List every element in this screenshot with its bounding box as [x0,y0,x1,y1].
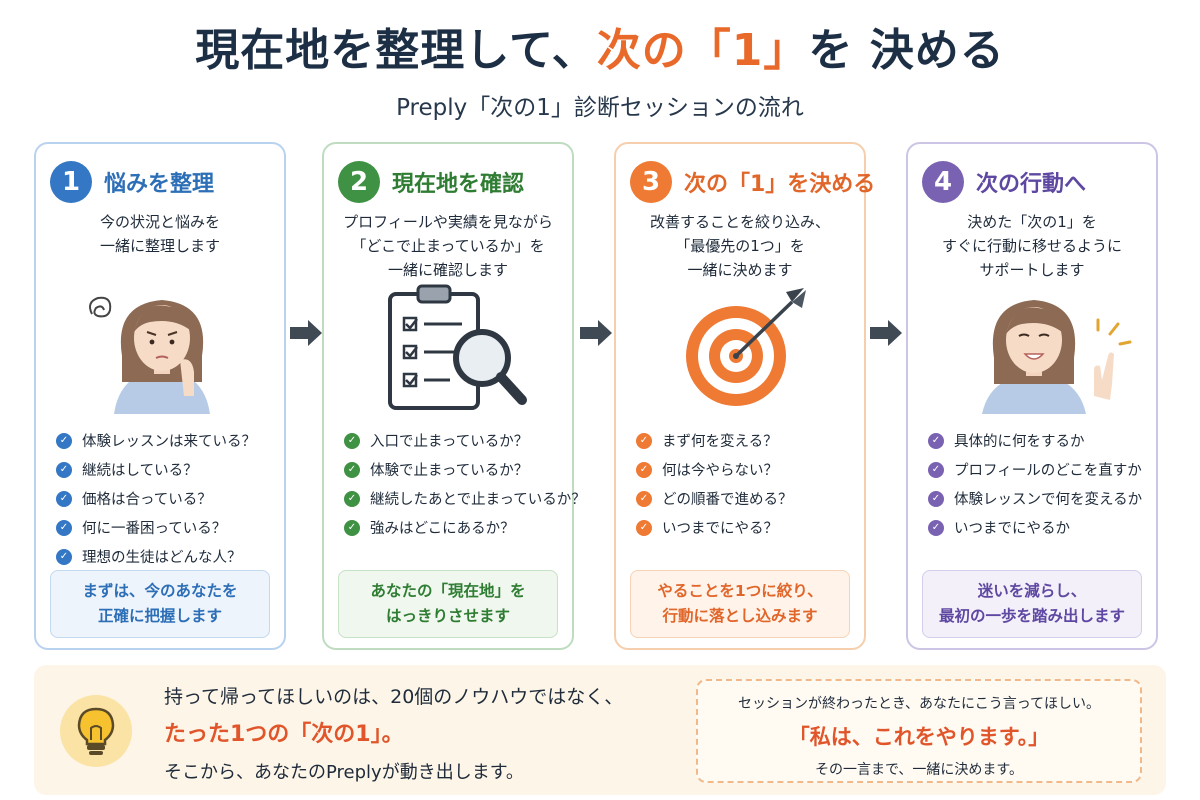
check-icon: ✓ [56,548,72,565]
takeaway-text: 持って帰ってほしいのは、20個のノウハウではなく、 たった1つの「次の1」。 そ… [164,679,623,791]
step-description: 今の状況と悩みを 一緒に整理します [99,213,220,255]
step-header: 4 次の行動へ [922,160,1146,204]
list-item: ✓体験レッスンは来ている？ [56,426,278,455]
step-summary: 迷いを減らし、 最初の一歩を踏み出します [922,570,1142,638]
check-list: ✓入口で止まっているか？ ✓体験で止まっているか？ ✓継続したあとで止まっている… [344,426,586,542]
list-item: ✓入口で止まっているか？ [344,426,566,455]
step-number: 4 [922,161,964,203]
step-header: 1 悩みを整理 [50,160,274,204]
page-subtitle: Preply「次の1」診断セッションの流れ [396,95,804,121]
worried-person-illustration [89,296,210,414]
step-number: 3 [630,161,672,203]
check-icon: ✓ [636,432,652,449]
check-icon: ✓ [636,461,652,478]
title-accent: 次の「1」 [596,25,809,76]
check-icon: ✓ [344,519,360,536]
step-card-2: 2 現在地を確認 プロフィールや実績を見ながら 「どこで止まっているか」を 一緒… [322,142,586,650]
step-title: 次の行動へ [976,172,1087,197]
list-item: ✓体験で止まっているか？ [344,455,566,484]
check-list: ✓具体的に何をするか ✓プロフィールのどこを直すか ✓体験レッスンで何を変えるか… [928,426,1150,542]
check-list: ✓まず何を変える？ ✓何は今やらない？ ✓どの順番で進める？ ✓いつまでにやる？ [636,426,858,542]
list-item: ✓具体的に何をするか [928,426,1150,455]
step-card-1: 1 悩みを整理 今の状況と悩みを 一緒に整理します ✓体験レッスンは来ている？ … [34,142,286,650]
step-number: 1 [50,161,92,203]
page-title: 現在地を整理して、次の「1」を 決める [0,14,1200,78]
list-item: ✓体験レッスンで何を変えるか [928,484,1150,513]
goal-quote-box: セッションが終わったとき、あなたにこう言ってほしい。 「私は、これをやります。」… [696,679,1142,783]
takeaway-line-1: 持って帰ってほしいのは、20個のノウハウではなく、 [164,686,624,708]
step-summary: あなたの「現在地」を はっきりさせます [338,570,558,638]
list-item: ✓継続はしている？ [56,455,278,484]
check-icon: ✓ [928,432,944,449]
check-icon: ✓ [928,490,944,507]
list-item: ✓プロフィールのどこを直すか [928,455,1150,484]
arrow-right-icon [870,320,902,346]
title-end: を 決める [808,25,1005,76]
list-item: ✓まず何を変える？ [636,426,858,455]
check-icon: ✓ [56,519,72,536]
check-icon: ✓ [928,461,944,478]
step-title: 悩みを整理 [104,172,215,197]
list-item: ✓何は今やらない？ [636,455,858,484]
step-summary: まずは、今のあなたを 正確に把握します [50,570,270,638]
step-number: 2 [338,161,380,203]
check-icon: ✓ [928,519,944,536]
step-header: 3 次の「1」を決める [630,160,875,204]
arrow-right-icon [580,320,612,346]
check-icon: ✓ [344,461,360,478]
takeaway-panel: 持って帰ってほしいのは、20個のノウハウではなく、 たった1つの「次の1」。 そ… [34,665,1166,795]
pointing-person-illustration [982,300,1132,414]
title-main: 現在地を整理して、 [195,25,597,76]
step-description: 改善することを絞り込み、 「最優先の1つ」を 一緒に決めます [649,213,830,279]
step-card-4: 4 次の行動へ 決めた「次の1」を すぐに行動に移せるように サポートします ✓… [906,142,1158,650]
check-icon: ✓ [636,519,652,536]
list-item: ✓継続したあとで止まっているか？ [344,484,586,513]
check-icon: ✓ [636,490,652,507]
target-dart-illustration [686,288,806,406]
step-title: 次の「1」を決める [684,172,876,197]
list-item: ✓いつまでにやる？ [636,513,858,542]
lightbulb-icon [60,695,132,767]
check-list: ✓体験レッスンは来ている？ ✓継続はしている？ ✓価格は合っている？ ✓何に一番… [56,426,278,571]
list-item: ✓価格は合っている？ [56,484,278,513]
step-summary: やることを1つに絞り、 行動に落とし込みます [630,570,850,638]
check-icon: ✓ [56,461,72,478]
check-icon: ✓ [56,432,72,449]
takeaway-line-3: そこから、あなたのPreplyが動き出します。 [164,762,524,783]
step-title: 現在地を確認 [392,172,525,197]
list-item: ✓理想の生徒はどんな人？ [56,542,278,571]
clipboard-magnifier-illustration [388,284,527,410]
list-item: ✓何に一番困っている？ [56,513,278,542]
step-card-3: 3 次の「1」を決める 改善することを絞り込み、 「最優先の1つ」を 一緒に決め… [614,142,875,650]
arrow-right-icon [290,320,322,346]
quote-intro: セッションが終わったとき、あなたにこう言ってほしい。 [737,696,1101,712]
quote-main: 「私は、これをやります。」 [788,725,1050,749]
list-item: ✓いつまでにやるか [928,513,1150,542]
check-icon: ✓ [344,432,360,449]
list-item: ✓どの順番で進める？ [636,484,858,513]
step-description: プロフィールや実績を見ながら 「どこで止まっているか」を 一緒に確認します [343,213,553,279]
check-icon: ✓ [344,490,360,507]
takeaway-highlight: たった1つの「次の1」。 [164,722,404,747]
check-icon: ✓ [56,490,72,507]
quote-outro: その一言まで、一緒に決めます。 [814,762,1024,778]
step-description: 決めた「次の1」を すぐに行動に移せるように サポートします [941,213,1122,279]
step-header: 2 現在地を確認 [338,160,562,204]
list-item: ✓強みはどこにあるか？ [344,513,566,542]
